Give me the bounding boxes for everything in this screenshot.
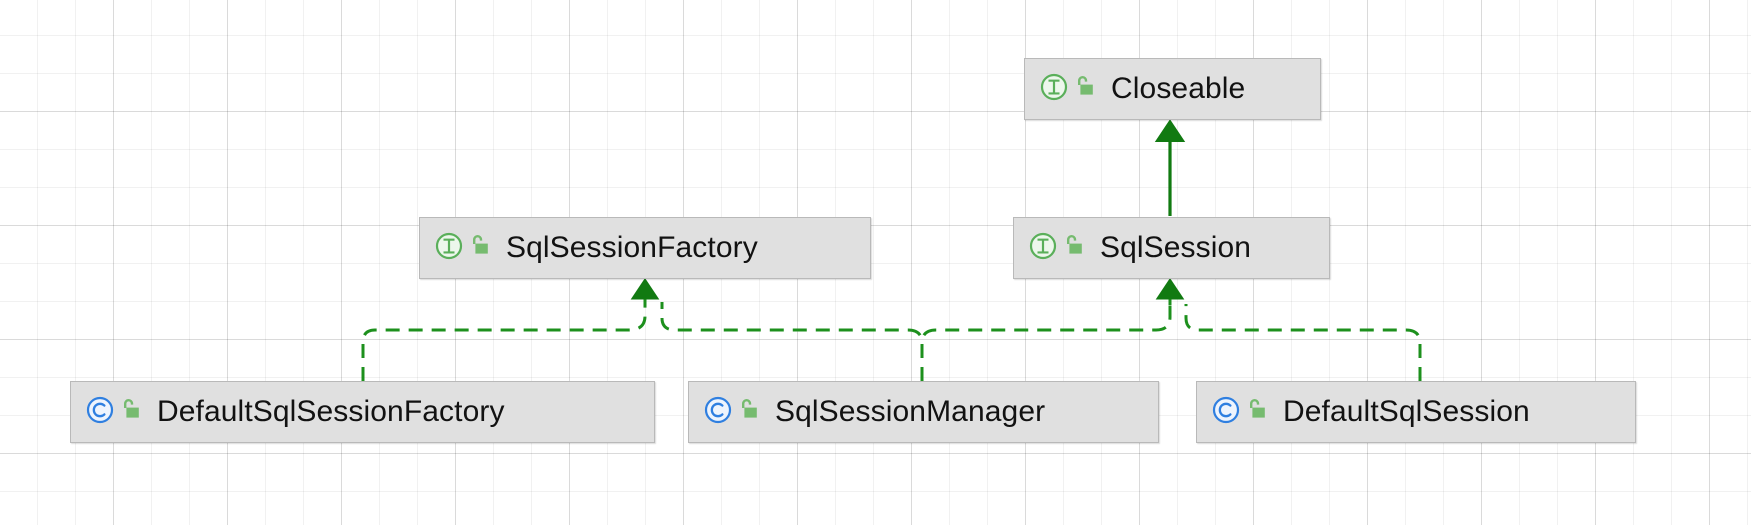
public-unlocked-icon <box>1062 234 1084 263</box>
class-node-default-sql-session[interactable]: DefaultSqlSession <box>1196 381 1636 443</box>
node-label-default-sql-session: DefaultSqlSession <box>1283 395 1530 428</box>
class-icon <box>85 395 115 430</box>
edge-default-sql-session-implements-sql-session <box>1184 304 1422 381</box>
edge-default-sql-session-factory-implements-sql-session-factory <box>361 300 647 381</box>
node-icons-closeable <box>1039 72 1095 107</box>
class-node-sql-session[interactable]: SqlSession <box>1013 217 1330 279</box>
node-label-closeable: Closeable <box>1111 72 1246 105</box>
class-icon <box>703 395 733 430</box>
public-unlocked-icon <box>468 234 490 263</box>
node-label-sql-session-manager: SqlSessionManager <box>775 395 1046 428</box>
node-icons-default-sql-session-factory <box>85 395 141 430</box>
public-unlocked-icon <box>119 398 141 427</box>
public-unlocked-icon <box>1245 398 1267 427</box>
node-icons-sql-session-factory <box>434 231 490 266</box>
edge-sql-session-manager-implements-sql-session <box>920 302 1172 381</box>
node-icons-sql-session <box>1028 231 1084 266</box>
interface-icon <box>434 231 464 266</box>
interface-icon <box>1028 231 1058 266</box>
class-icon <box>1211 395 1241 430</box>
node-icons-sql-session-manager <box>703 395 759 430</box>
class-node-sql-session-factory[interactable]: SqlSessionFactory <box>419 217 871 279</box>
class-node-default-sql-session-factory[interactable]: DefaultSqlSessionFactory <box>70 381 655 443</box>
node-label-default-sql-session-factory: DefaultSqlSessionFactory <box>157 395 505 428</box>
node-icons-default-sql-session <box>1211 395 1267 430</box>
edge-sql-session-manager-implements-sql-session-factory <box>660 302 924 381</box>
node-label-sql-session-factory: SqlSessionFactory <box>506 231 758 264</box>
public-unlocked-icon <box>737 398 759 427</box>
public-unlocked-icon <box>1073 75 1095 104</box>
class-node-sql-session-manager[interactable]: SqlSessionManager <box>688 381 1159 443</box>
class-node-closeable[interactable]: Closeable <box>1024 58 1321 120</box>
node-label-sql-session: SqlSession <box>1100 231 1252 264</box>
interface-icon <box>1039 72 1069 107</box>
